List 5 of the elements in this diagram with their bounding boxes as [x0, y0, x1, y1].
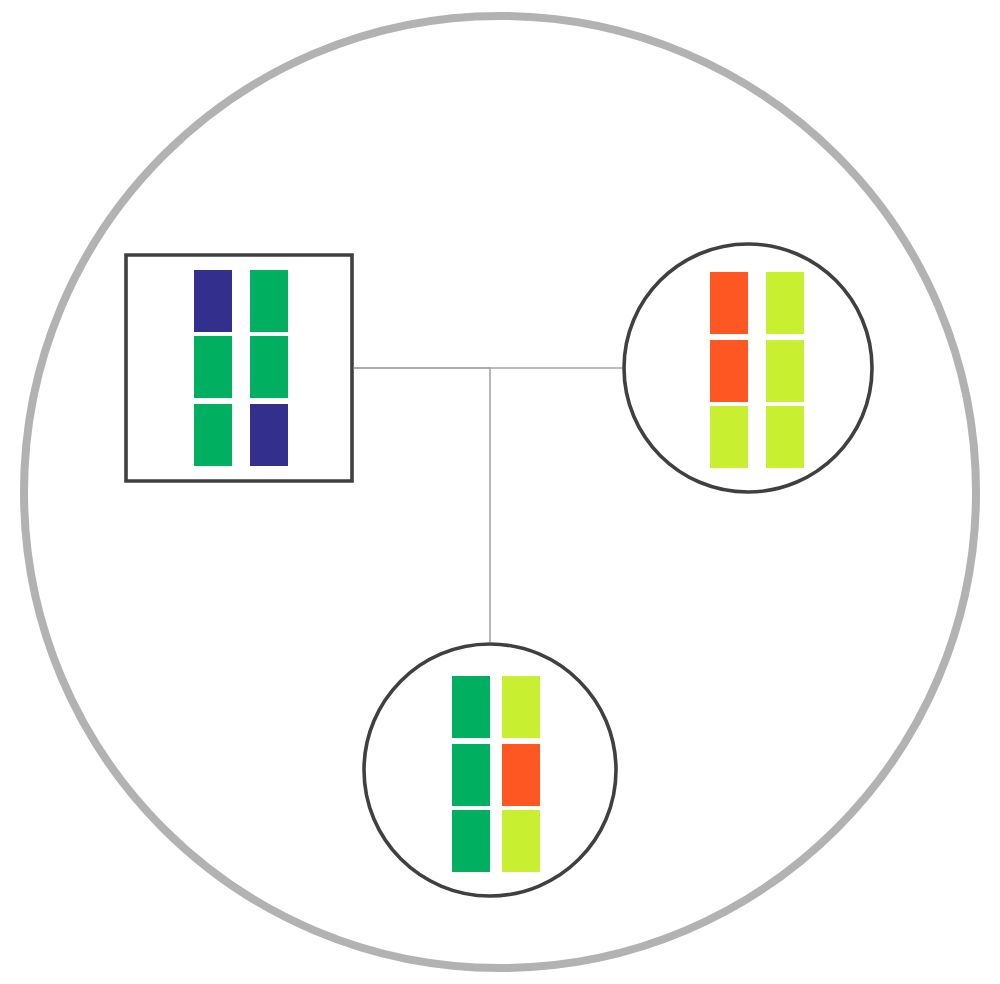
- block-circle-drawing: [622, 242, 874, 494]
- node-circle: [20, 12, 980, 972]
- block-square-drawing: [124, 253, 354, 483]
- block-circle-drawing: [362, 642, 618, 898]
- connector-line: [353, 367, 491, 643]
